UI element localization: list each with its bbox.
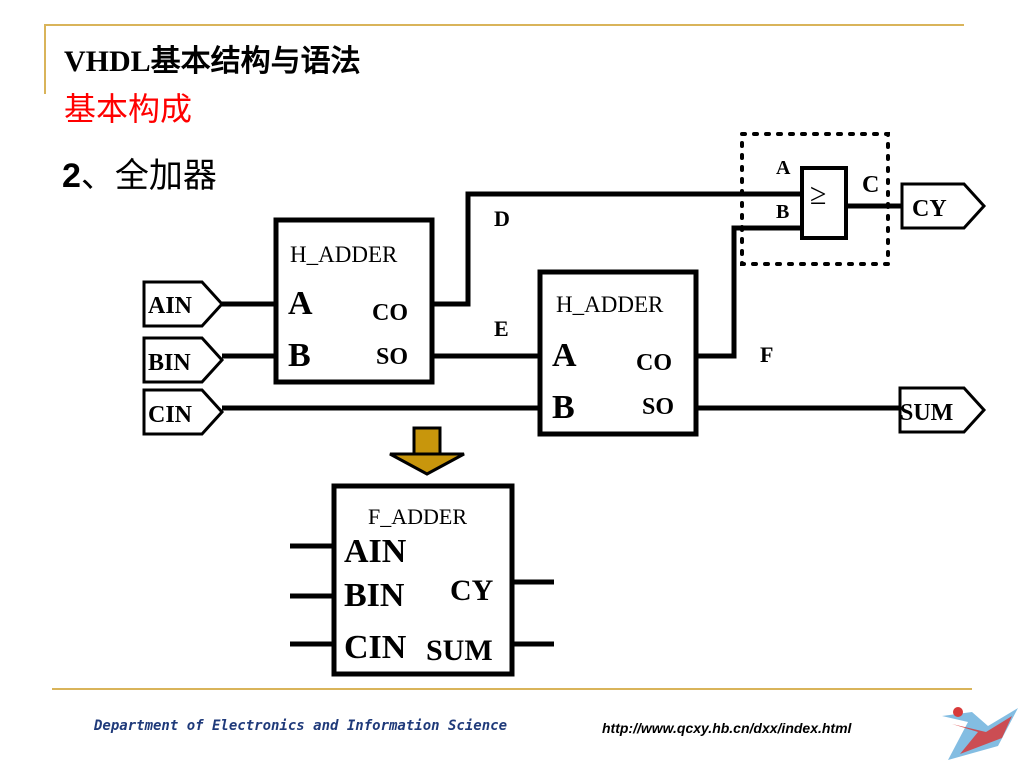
full-adder-out-sum: SUM: [426, 634, 493, 667]
port-cin-label: CIN: [148, 402, 193, 428]
port-cy: CY: [900, 182, 987, 230]
full-adder-block: F_ADDER AIN BIN CIN CY SUM: [290, 483, 554, 677]
footer-url[interactable]: http://www.qcxy.hb.cn/dxx/index.html: [602, 720, 852, 736]
port-sum-label: SUM: [900, 400, 953, 426]
half-adder-2-in-a: A: [552, 337, 577, 374]
half-adder-1-out-so: SO: [376, 344, 408, 370]
wires: [222, 191, 902, 411]
or-gate-symbol: ≥: [810, 178, 826, 211]
footer-rule: [52, 688, 972, 690]
half-adder-1-name: H_ADDER: [290, 242, 398, 267]
port-sum: SUM: [898, 386, 987, 434]
half-adder-1-in-b: B: [288, 337, 311, 374]
footer-department: Department of Electronics and Informatio…: [94, 718, 508, 734]
half-adder-1-out-co: CO: [372, 300, 408, 326]
top-rule: [44, 24, 964, 26]
half-adder-2-name: H_ADDER: [556, 292, 664, 317]
port-cy-label: CY: [912, 196, 947, 222]
full-adder-out-cy: CY: [450, 574, 494, 607]
wire-d: [432, 191, 802, 307]
signal-e-label: E: [494, 316, 509, 341]
full-adder-in-cin: CIN: [344, 629, 407, 666]
port-bin: BIN: [142, 336, 225, 384]
full-adder-name: F_ADDER: [368, 504, 467, 529]
down-arrow: [389, 426, 465, 476]
section-heading: 2、全加器: [62, 148, 217, 197]
university-logo-icon: [942, 707, 1018, 760]
or-gate-dotted-frame: [740, 132, 890, 266]
wire-f: [696, 225, 802, 359]
half-adder-2-in-b: B: [552, 389, 575, 426]
signal-f-label: F: [760, 342, 773, 367]
half-adder-2-out-so: SO: [642, 394, 674, 420]
or-gate-out: C: [862, 172, 879, 198]
port-cin: CIN: [142, 388, 225, 436]
or-gate: ≥ A B C: [776, 157, 879, 240]
section-number: 2: [62, 157, 81, 195]
signal-d-label: D: [494, 206, 510, 231]
full-adder-in-bin: BIN: [344, 577, 405, 614]
half-adder-1: H_ADDER A B CO SO: [273, 217, 435, 385]
half-adder-1-in-a: A: [288, 285, 313, 322]
full-adder-in-ain: AIN: [344, 533, 407, 570]
half-adder-2-out-co: CO: [636, 350, 672, 376]
half-adder-2: H_ADDER A B CO SO: [537, 269, 699, 437]
left-rule: [44, 24, 46, 94]
port-ain-label: AIN: [148, 293, 193, 319]
port-bin-label: BIN: [148, 350, 191, 376]
or-gate-in-b: B: [776, 201, 789, 223]
port-ain: AIN: [142, 280, 225, 328]
slide-subtitle: 基本构成: [64, 90, 193, 128]
or-gate-in-a: A: [776, 157, 791, 179]
slide-title: VHDL基本结构与语法: [64, 45, 361, 78]
section-text: 、全加器: [80, 156, 217, 196]
